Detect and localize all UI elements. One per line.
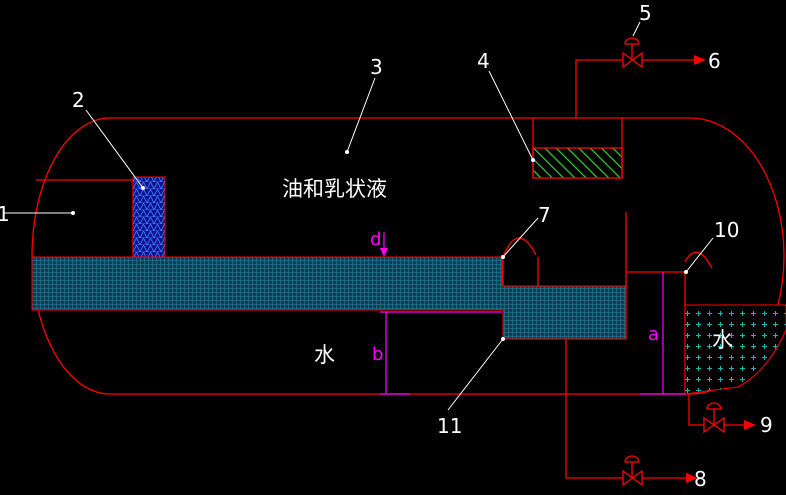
dimension-d-arrow: [380, 248, 388, 257]
gas-outlet-pipe: [575, 59, 698, 118]
leader-dots: [71, 150, 688, 341]
callout-4: 4: [477, 49, 490, 73]
oil-outlet-pipe: [565, 339, 690, 479]
callout-1: 1: [0, 202, 10, 226]
water-main-label: 水: [314, 343, 335, 367]
gas-outlet-housing: [532, 118, 623, 178]
level-marker-10: [684, 251, 713, 269]
water-compartment: [684, 304, 786, 395]
oil-emulsion-label: 油和乳状液: [282, 177, 387, 201]
oil-outlet-arrow: [686, 473, 698, 483]
callout-6: 6: [708, 49, 721, 73]
inlet-baffle: [36, 179, 134, 257]
dimension-b-line: [380, 311, 502, 395]
callout-11: 11: [437, 414, 462, 438]
dimension-a-label: a: [648, 324, 659, 345]
dimension-d-label: d: [370, 229, 381, 250]
main-mesh-pack: [31, 256, 627, 340]
water-valve-icon[interactable]: [703, 402, 725, 434]
gas-valve-icon[interactable]: [622, 37, 643, 69]
callout-3: 3: [370, 55, 383, 79]
callout-2: 2: [72, 88, 85, 112]
gas-outlet-arrow: [694, 55, 706, 65]
dimension-a-line: [640, 272, 685, 395]
dimension-b-label: b: [372, 344, 383, 365]
water-outlet-arrow: [744, 420, 756, 430]
level-marker-7: [502, 237, 537, 258]
mist-extractor: [532, 147, 623, 179]
water-box-label: 水: [712, 328, 733, 352]
leader-lines: [4, 21, 714, 411]
callout-9: 9: [760, 413, 773, 437]
oil-valve-icon[interactable]: [622, 455, 643, 487]
vessel-shell: [31, 117, 785, 395]
callout-8: 8: [694, 467, 707, 491]
callout-10: 10: [714, 218, 739, 242]
callout-5: 5: [639, 1, 652, 25]
coalescer-packing: [132, 176, 166, 258]
callout-7: 7: [538, 203, 551, 227]
